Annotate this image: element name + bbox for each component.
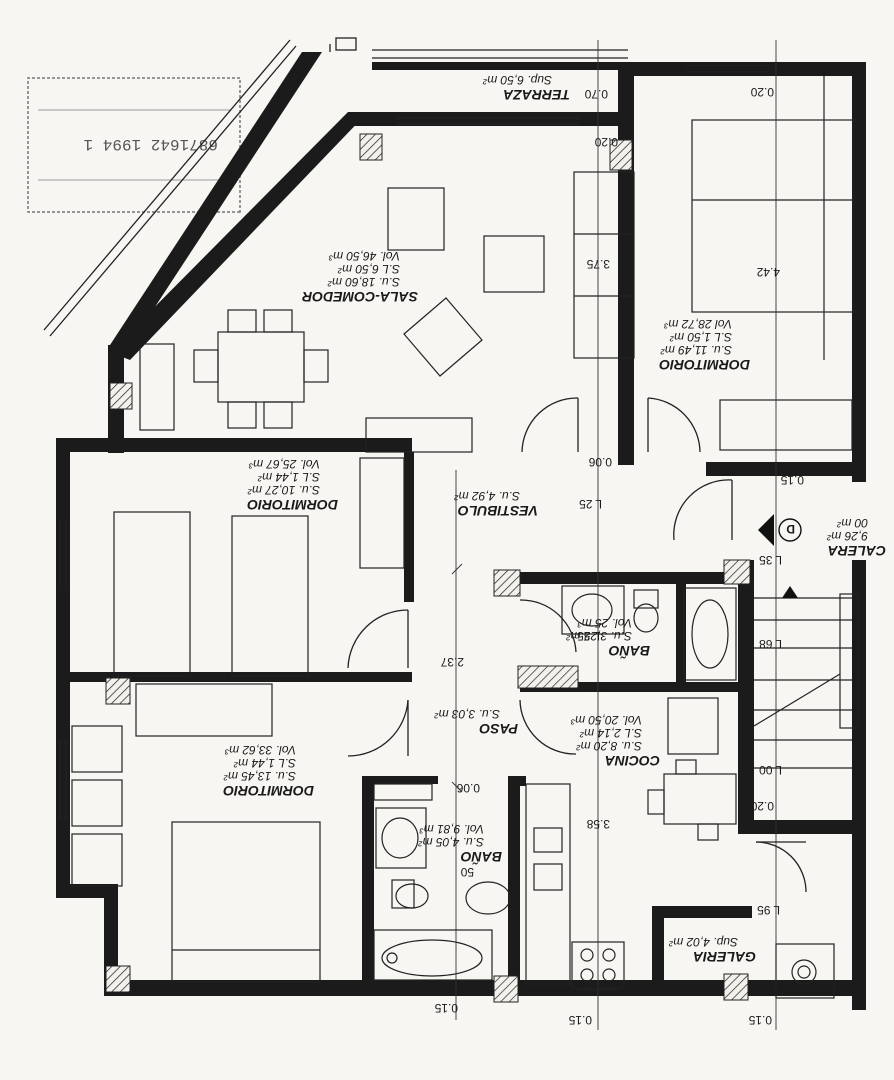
room-area-line: S.L 1,44 m² bbox=[233, 756, 296, 770]
furniture bbox=[71, 76, 859, 999]
room-name: COCINA bbox=[605, 753, 660, 769]
railings-windows bbox=[43, 37, 770, 991]
room-name: DORMITORIO bbox=[223, 783, 314, 799]
room-area-line: S.u. 11,49 m² bbox=[660, 343, 732, 357]
room-area-line: Vol. 33,62 m³ bbox=[224, 743, 296, 757]
dimension-d-50: 50 bbox=[460, 865, 474, 879]
room-name: BAÑO bbox=[461, 849, 502, 866]
room-area-line: Vol. 25,67 m³ bbox=[248, 457, 320, 471]
dimension-d-020-terr: 0.20 bbox=[594, 135, 618, 149]
room-name: GALERIA bbox=[693, 949, 756, 965]
room-name: DORMITORIO bbox=[247, 497, 338, 513]
room-area-line: Vol. 20,50 m³ bbox=[570, 713, 642, 727]
room-name: SALA-COMEDOR bbox=[301, 289, 418, 305]
dimension-d-015-c: 0.15 bbox=[568, 1013, 592, 1027]
room-area-line: S.u. 18,60 m² bbox=[327, 275, 400, 289]
dimension-lines bbox=[451, 40, 777, 1030]
dimension-d-375: 3.75 bbox=[586, 257, 610, 271]
room-area-line: Vol. 46,50 m³ bbox=[328, 249, 400, 263]
dimension-d-L25-b: L 25 bbox=[577, 629, 600, 643]
room-name: DORMITORIO bbox=[659, 357, 750, 373]
dimension-d-006-a: 0.06 bbox=[588, 455, 612, 469]
room-area-line: Vol. 25 m³ bbox=[577, 616, 632, 630]
dimension-d-442: 4.42 bbox=[756, 265, 780, 279]
dimension-d-015-d: 0.15 bbox=[748, 1013, 772, 1027]
room-name: TERRAZA bbox=[503, 87, 570, 103]
dimension-labels: 0.70 0.20 0.20 3.75 4.42 0.06 0.15 L 25 L 35 L 25… bbox=[434, 85, 804, 1027]
dimension-d-020-top: 0.20 bbox=[750, 85, 774, 99]
room-area-line: Vol 28,72 m³ bbox=[663, 317, 732, 331]
north-marker-letter: D bbox=[786, 522, 795, 536]
doors bbox=[347, 397, 807, 893]
columns bbox=[105, 133, 751, 1003]
room-area-line: Sup. 4,02 m² bbox=[668, 935, 738, 949]
dimension-d-358: 3.58 bbox=[586, 817, 610, 831]
room-area-line: S.u. 13,45 m² bbox=[223, 769, 296, 783]
dimension-d-L95: L 95 bbox=[757, 903, 780, 917]
room-area-line: S.u. 3,25 m² bbox=[566, 629, 632, 643]
room-area-line: 9,26 m² bbox=[826, 529, 868, 543]
room-area-line: S.u. 10,27 m² bbox=[247, 483, 320, 497]
room-name: BAÑO bbox=[609, 643, 650, 660]
room-area-line: S.L 2,14 m² bbox=[579, 726, 642, 740]
room-area-line: S.L 6,50 m² bbox=[337, 262, 400, 276]
dimension-d-006-c: 0.06 bbox=[456, 781, 480, 795]
stamp: 6871642 1994 1 bbox=[27, 77, 241, 213]
dimension-d-070: 0.70 bbox=[584, 87, 608, 101]
dimension-d-L35: L 35 bbox=[759, 553, 782, 567]
room-area-line: S.u. 4,05 m² bbox=[418, 835, 484, 849]
dimension-d-006-b: 0.06 bbox=[584, 679, 608, 693]
dimension-d-015-a: 0.15 bbox=[780, 473, 804, 487]
dimension-d-015-b: 0.15 bbox=[434, 1001, 458, 1015]
room-area-line: S.u. 4,92 m² bbox=[454, 489, 520, 503]
room-name: PASO bbox=[479, 721, 518, 737]
dimension-d-L25-a: L 25 bbox=[579, 497, 602, 511]
room-name: CALERA bbox=[828, 543, 886, 559]
stamp-phone: 6871642 1994 1 bbox=[84, 135, 218, 153]
dimension-d-020-r: 0.20 bbox=[750, 799, 774, 813]
room-area-line: 00 m² bbox=[836, 516, 868, 530]
room-area-line: S.L 1,50 m² bbox=[669, 330, 732, 344]
dimension-d-L00: L 00 bbox=[759, 763, 782, 777]
dimension-d-L68: L 68 bbox=[759, 637, 782, 651]
room-area-line: S.L 1,44 m² bbox=[257, 470, 320, 484]
dimension-d-237: 2.37 bbox=[440, 655, 464, 669]
room-area-line: S.u. 8,20 m² bbox=[576, 739, 642, 753]
room-area-line: Vol. 9,81 m³ bbox=[419, 822, 484, 836]
room-name: VESTIBULO bbox=[458, 503, 538, 519]
room-area-line: Sup. 6,50 m² bbox=[482, 73, 552, 87]
room-area-line: S.u. 3,03 m² bbox=[434, 707, 500, 721]
north-marker: D bbox=[758, 514, 802, 598]
